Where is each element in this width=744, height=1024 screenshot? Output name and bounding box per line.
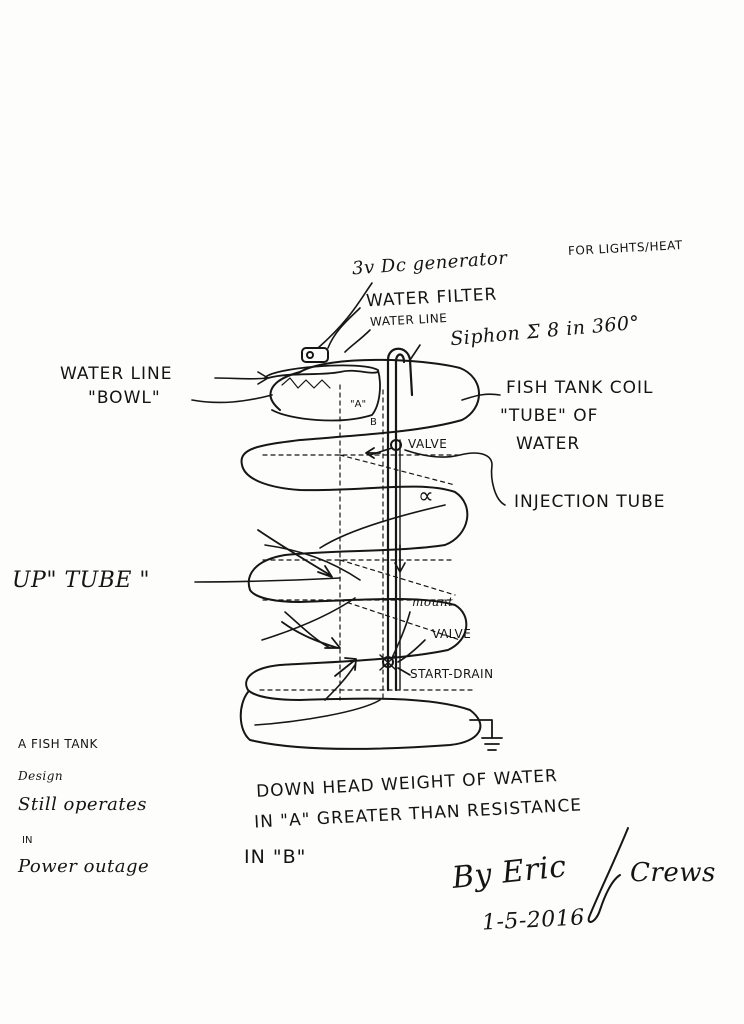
design-note-line5: Power outage <box>18 856 150 877</box>
design-note-line2: Design <box>18 769 64 783</box>
leader-lines <box>191 282 506 676</box>
ground-symbol <box>469 719 503 751</box>
flow-arrows <box>257 447 381 677</box>
signature-flourish <box>587 827 629 923</box>
fish-tank-coil-label: FISH TANK COIL <box>506 378 654 398</box>
signature-name: Crews <box>630 858 716 888</box>
tube-of-label: "TUBE" OF <box>500 406 599 426</box>
signature-date: 1-5-2016 <box>481 905 586 936</box>
center-column <box>259 384 476 701</box>
head-note-line3: IN "B" <box>244 846 307 868</box>
marker-a: "A" <box>350 399 367 410</box>
up-tube-label: UP" TUBE " <box>12 568 151 593</box>
water-label: WATER <box>516 434 581 454</box>
coil-diagonals <box>254 504 446 726</box>
mount-label: mount <box>412 595 454 609</box>
valve-bottom-label: VALVE <box>432 627 472 641</box>
marker-b: B <box>370 417 377 428</box>
water-line-left-label: WATER LINE <box>60 364 173 384</box>
valve-top-symbol <box>390 439 402 451</box>
fish-symbol: ∝ <box>418 484 435 509</box>
injection-tube-label: INJECTION TUBE <box>514 492 666 512</box>
design-note-line4: IN <box>22 835 33 846</box>
design-note-line1: A FISH TANK <box>18 737 98 751</box>
design-note-line3: Still operates <box>18 794 148 815</box>
bowl <box>264 364 381 422</box>
bowl-label: "BOWL" <box>88 388 161 408</box>
start-drain-label: START-DRAIN <box>410 667 494 681</box>
water-filter-box <box>301 347 329 363</box>
valve-bottom-symbol <box>382 656 394 668</box>
valve-top-label: VALVE <box>408 437 448 451</box>
